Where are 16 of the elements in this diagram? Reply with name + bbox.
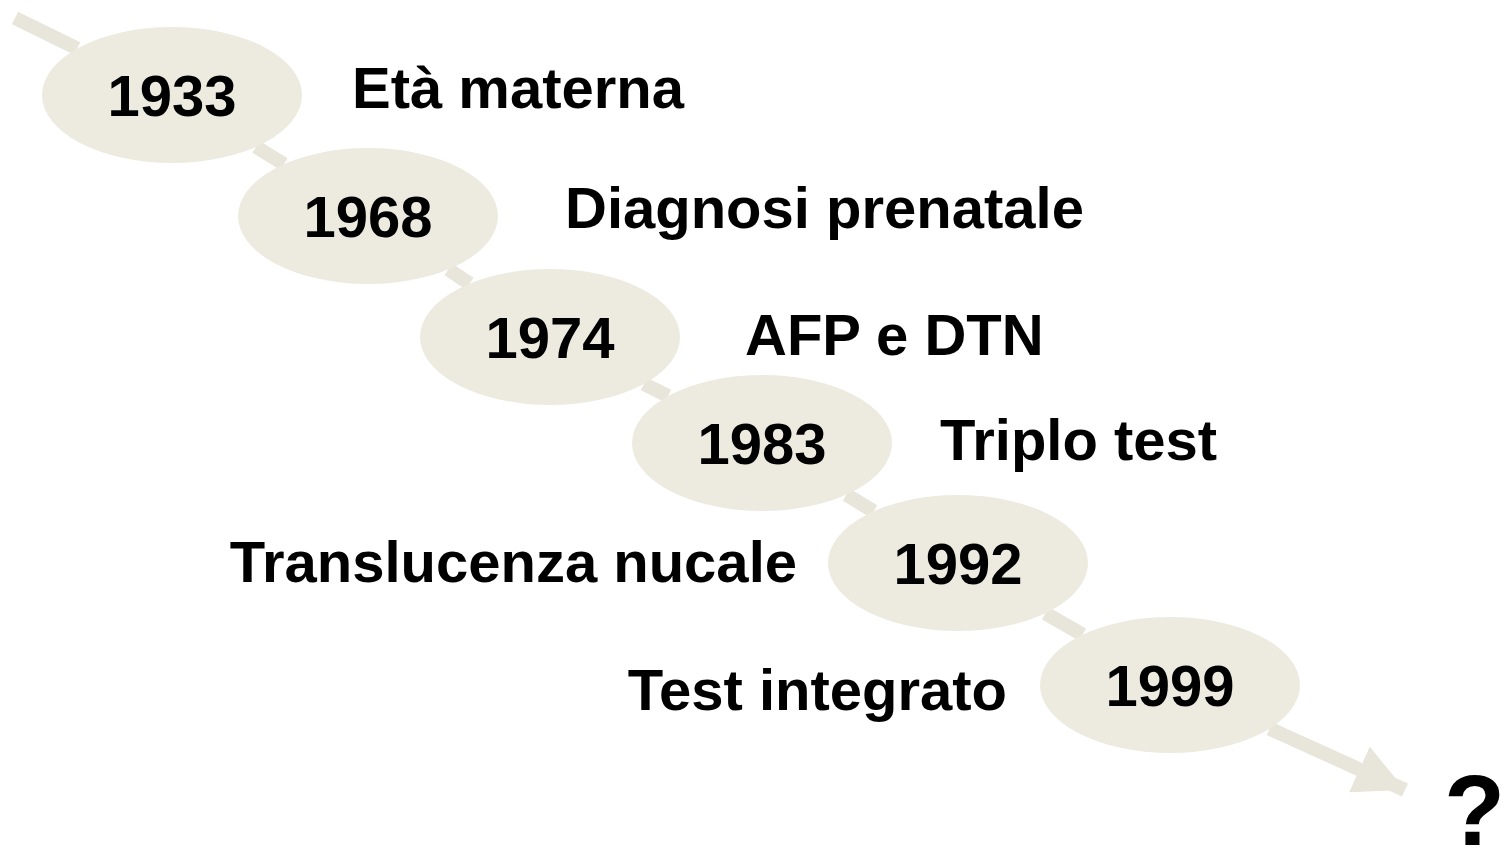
event-label: AFP e DTN	[745, 306, 1044, 364]
year-ellipse: 1983	[632, 375, 892, 511]
question-mark: ?	[1405, 765, 1505, 855]
connector-line	[842, 488, 878, 518]
event-label: Età materna	[352, 59, 685, 117]
year-ellipse: 1933	[42, 27, 302, 163]
year-ellipse: 1974	[420, 269, 680, 405]
arrow	[1266, 722, 1408, 797]
connector-line	[640, 377, 672, 403]
year-ellipse: 1968	[238, 148, 498, 284]
connector-line	[1041, 607, 1087, 641]
connector-line	[444, 263, 474, 290]
connector-line	[11, 11, 81, 55]
year-ellipse: 1999	[1040, 617, 1300, 753]
event-label: Translucenza nucale	[229, 533, 797, 591]
year-ellipse: 1992	[828, 495, 1088, 631]
